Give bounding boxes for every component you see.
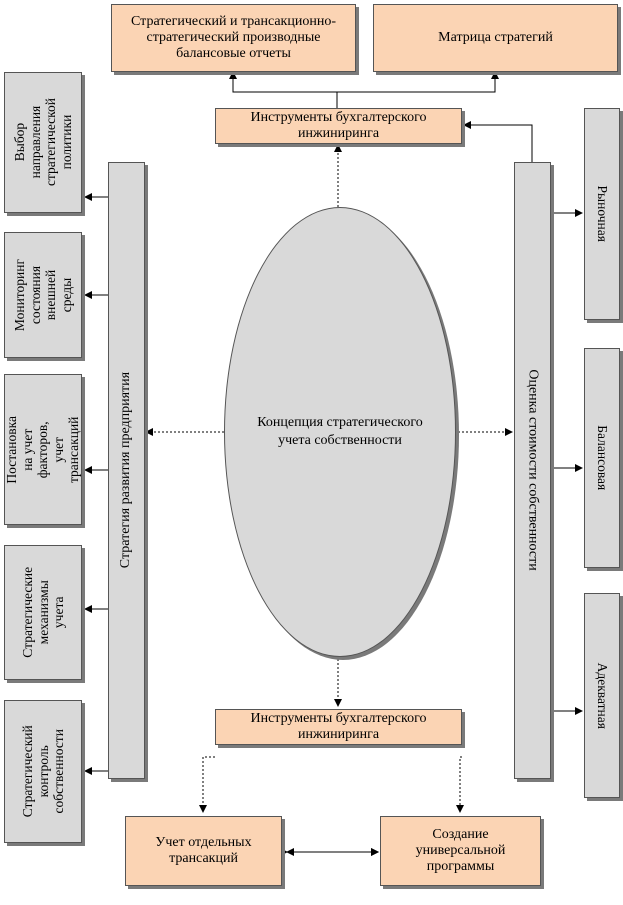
- matrix-box: Матрица стратегий: [373, 4, 618, 72]
- right-item-adequate: Адекватная: [584, 593, 620, 798]
- strategy-column-label: Стратегия развития предприятия: [118, 372, 134, 569]
- left-item-2: Мониторинг состояния внешней среды: [4, 232, 82, 358]
- right-item-balance-label: Балансовая: [594, 425, 610, 491]
- link-instr-to-reports: [229, 71, 338, 108]
- transactions-box: Учет отдельных трансакций: [125, 816, 282, 886]
- left-item-5-label: Стратегический контроль собственности: [19, 725, 66, 818]
- left-item-1-label: Выбор направления стратегической политик…: [11, 98, 74, 187]
- left-item-4-label: Стратегические механизмы учета: [19, 567, 66, 658]
- left-item-2-label: Мониторинг состояния внешней среды: [11, 258, 74, 332]
- left-item-5: Стратегический контроль собственности: [4, 700, 82, 843]
- strategy-column: Стратегия развития предприятия: [108, 162, 145, 779]
- instruments-top-label: Инструменты бухгалтерского инжиниринга: [250, 109, 427, 141]
- transactions-label: Учет отдельных трансакций: [155, 834, 252, 866]
- concept-ellipse: Концепция стратегического учета собствен…: [224, 207, 456, 657]
- link-instr-bottom-right: [456, 756, 464, 813]
- program-label: Создание универсальной программы: [415, 826, 506, 875]
- right-item-adequate-label: Адекватная: [594, 662, 610, 729]
- instruments-bottom-label: Инструменты бухгалтерского инжиниринга: [250, 710, 427, 742]
- link-instr-to-matrix: [337, 71, 499, 93]
- link-right-col-to-instr: [463, 121, 533, 162]
- reports-label: Стратегический и трансакционно-стратегич…: [131, 13, 336, 62]
- concept-label: Концепция стратегического учета собствен…: [257, 414, 423, 448]
- left-item-1: Выбор направления стратегической политик…: [4, 72, 82, 213]
- left-item-3: Постановка на учет факторов, учет транса…: [4, 374, 82, 525]
- left-item-4: Стратегические механизмы учета: [4, 545, 82, 680]
- right-item-balance: Балансовая: [584, 348, 620, 568]
- right-item-market: Рыночная: [584, 108, 620, 320]
- right-item-market-label: Рыночная: [594, 185, 610, 243]
- link-instr-bottom-left: [199, 756, 215, 813]
- valuation-column: Оценка стоимости собственности: [514, 162, 551, 779]
- left-item-3-label: Постановка на учет факторов, учет транса…: [4, 415, 82, 484]
- program-box: Создание универсальной программы: [380, 816, 541, 886]
- valuation-column-label: Оценка стоимости собственности: [525, 369, 541, 572]
- matrix-label: Матрица стратегий: [438, 29, 553, 45]
- instruments-bottom-box: Инструменты бухгалтерского инжиниринга: [215, 709, 462, 745]
- reports-box: Стратегический и трансакционно-стратегич…: [111, 4, 356, 72]
- instruments-top-box: Инструменты бухгалтерского инжиниринга: [215, 108, 462, 144]
